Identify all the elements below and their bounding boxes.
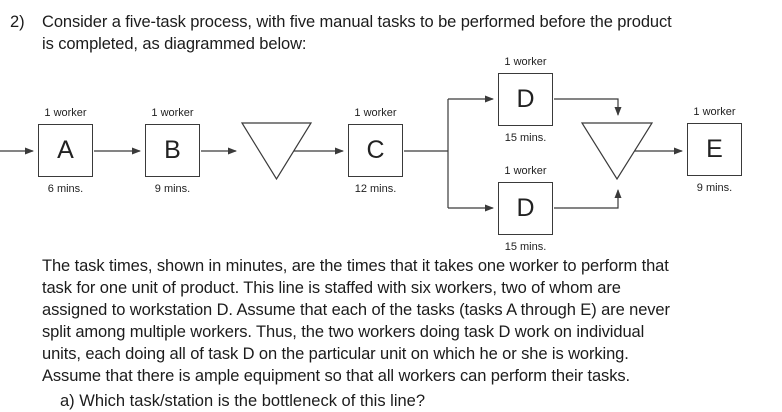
inventory-triangle-icon (580, 122, 654, 181)
station-d-bottom-time-label: 15 mins. (504, 241, 547, 253)
description-line: task for one unit of product. This line … (42, 279, 621, 297)
description-line: units, each doing all of task D on the p… (42, 345, 629, 363)
station-c-workers-label: 1 worker (354, 107, 397, 119)
arrow-d-bottom-to-buffer (554, 189, 622, 209)
description-line: Assume that there is ample equipment so … (42, 367, 630, 385)
station-c-box: C (348, 124, 403, 177)
description-line: The task times, shown in minutes, are th… (42, 257, 669, 275)
station-a-box: A (38, 124, 93, 177)
station-d-top-time-label: 15 mins. (504, 132, 547, 144)
problem-statement-line: is completed, as diagrammed below: (42, 35, 307, 53)
station-d-top-workers-label: 1 worker (504, 56, 547, 68)
document-page: { "colors": { "background": "#ffffff", "… (0, 11, 742, 410)
problem-heading: 2) Consider a five-task process, with fi… (10, 11, 672, 55)
station-a: 1 worker A 6 mins. (38, 107, 93, 195)
station-a-time-label: 6 mins. (47, 183, 84, 195)
station-c: 1 worker C 12 mins. (348, 107, 403, 195)
flow-connectors (0, 95, 683, 212)
station-c-time-label: 12 mins. (354, 183, 397, 195)
station-e-time-label: 9 mins. (696, 182, 733, 194)
station-e: 1 worker E 9 mins. (687, 106, 742, 194)
description-line: split among multiple workers. Thus, the … (42, 323, 645, 341)
description-line: assigned to workstation D. Assume that e… (42, 301, 670, 319)
station-b-time-label: 9 mins. (154, 183, 191, 195)
station-a-workers-label: 1 worker (44, 107, 87, 119)
station-b-box: B (145, 124, 200, 177)
station-d-top-box: D (498, 73, 553, 126)
question-a-clipped-line: a) Which task/station is the bottleneck … (60, 392, 426, 410)
station-e-box: E (687, 123, 742, 176)
station-e-workers-label: 1 worker (693, 106, 736, 118)
station-b-workers-label: 1 worker (151, 107, 194, 119)
station-d-bottom-box: D (498, 182, 553, 235)
station-d-bottom: 1 worker D 15 mins. (498, 165, 553, 253)
problem-description: The task times, shown in minutes, are th… (42, 255, 670, 387)
problem-statement-line: Consider a five-task process, with five … (42, 13, 672, 31)
arrow-d-top-to-buffer (554, 98, 622, 116)
inventory-triangle-icon (240, 122, 313, 181)
station-b: 1 worker B 9 mins. (145, 107, 200, 195)
station-d-top: 1 worker D 15 mins. (498, 56, 553, 144)
problem-number: 2) (10, 13, 25, 31)
station-d-bottom-workers-label: 1 worker (504, 165, 547, 177)
process-flow-diagram: 1 worker A 6 mins. 1 worker B 9 mins. 1 … (0, 56, 742, 253)
